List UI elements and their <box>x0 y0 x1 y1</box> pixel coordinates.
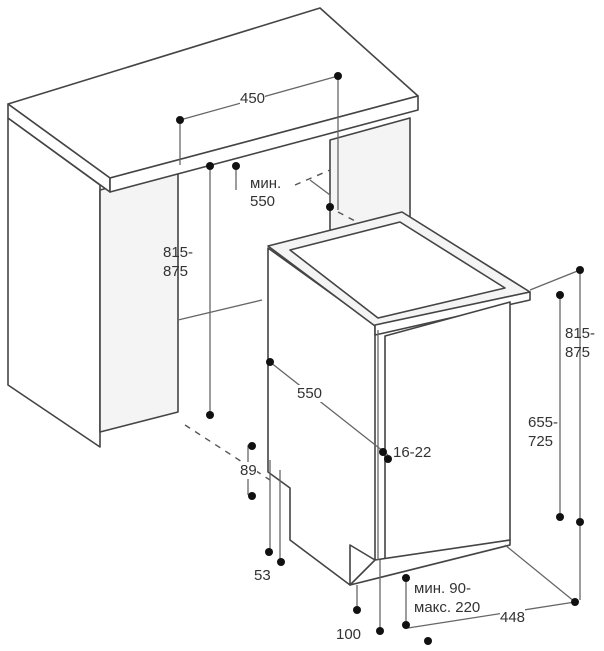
plinth-height-label: 89 <box>240 462 257 479</box>
appliance-depth-label: 550 <box>297 385 323 402</box>
min-depth-label: 550 <box>250 193 276 210</box>
cabinet-width-label: 450 <box>240 90 266 107</box>
door-height-label-line2: 725 <box>528 433 554 450</box>
door-height-label-line1: 655- <box>528 414 559 431</box>
kitchen-cabinet <box>7 7 419 448</box>
plinth-range-label-line2: макс. 220 <box>414 599 481 616</box>
min-depth-prefix-label: мин. <box>250 175 282 192</box>
appliance-height-label-line2: 875 <box>565 344 591 361</box>
door-gap-label: 16-22 <box>393 444 432 461</box>
front-offset-label: 100 <box>336 626 362 643</box>
plinth-range-label-line1: мин. 90- <box>414 580 471 597</box>
appliance-width-label: 448 <box>500 609 526 626</box>
niche-height-label-line1: 815- <box>163 244 194 261</box>
dimension-markers <box>176 72 584 645</box>
foot-offset-label: 53 <box>254 567 271 584</box>
niche-height-label-line2: 875 <box>163 263 189 280</box>
dishwasher <box>267 211 531 586</box>
appliance-height-label-line1: 815- <box>565 325 596 342</box>
